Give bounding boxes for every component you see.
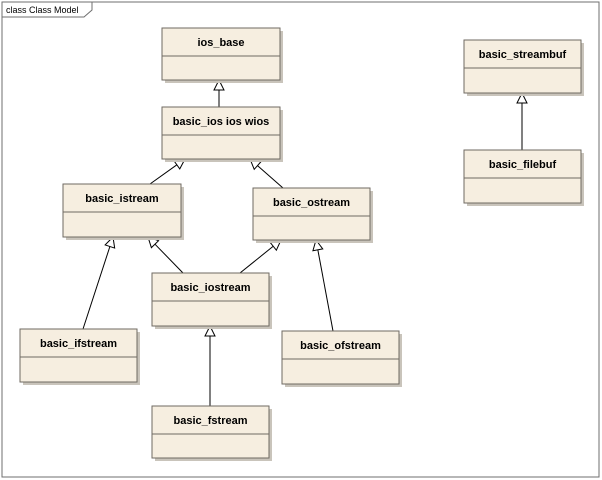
- class-box-basic-ofstream[interactable]: basic_ofstream: [281, 330, 402, 387]
- class-name: basic_ostream: [273, 197, 350, 209]
- frame-title-tab: [1, 1, 93, 18]
- class-box-basic-filebuf[interactable]: basic_filebuf: [463, 149, 584, 206]
- generalization-line: [149, 164, 178, 185]
- class-box-body: [151, 272, 270, 327]
- generalization-line: [317, 249, 334, 332]
- class-box-body: [252, 187, 371, 241]
- class-name: basic_iostream: [170, 282, 250, 294]
- generalization-line: [239, 245, 274, 274]
- class-name: basic_filebuf: [489, 159, 557, 171]
- generalization-line: [82, 246, 111, 330]
- class-name: basic_fstream: [174, 415, 248, 427]
- generalization-arrowhead: [213, 78, 225, 91]
- class-box-basic-ios[interactable]: basic_ios ios wios: [161, 106, 283, 162]
- class-box-body: [151, 405, 270, 459]
- class-box-body: [463, 39, 582, 94]
- class-box-body: [281, 330, 400, 385]
- class-name: basic_ifstream: [40, 338, 117, 350]
- class-name: basic_ofstream: [300, 340, 381, 352]
- class-box-basic-istream[interactable]: basic_istream: [62, 183, 184, 240]
- class-box-basic-fstream[interactable]: basic_fstream: [151, 405, 272, 461]
- class-box-basic-streambuf[interactable]: basic_streambuf: [463, 39, 584, 96]
- class-box-ios-base[interactable]: ios_base: [161, 27, 283, 83]
- generalization-line: [154, 243, 184, 274]
- class-name: basic_streambuf: [479, 49, 567, 61]
- class-box-body: [463, 149, 582, 204]
- generalization-arrowhead: [204, 324, 216, 337]
- class-box-basic-iostream[interactable]: basic_iostream: [151, 272, 272, 329]
- generalization-arrowhead: [516, 91, 528, 104]
- generalization-line: [257, 165, 284, 189]
- frame-title: class Class Model: [6, 5, 79, 15]
- class-name: basic_ios ios wios: [173, 116, 270, 128]
- class-box-body: [161, 27, 281, 81]
- class-box-basic-ostream[interactable]: basic_ostream: [252, 187, 373, 243]
- class-box-basic-ifstream[interactable]: basic_ifstream: [19, 328, 140, 385]
- class-box-body: [19, 328, 138, 383]
- class-name: basic_istream: [85, 193, 159, 205]
- class-box-body: [62, 183, 182, 238]
- class-box-body: [161, 106, 281, 160]
- class-name: ios_base: [197, 37, 244, 49]
